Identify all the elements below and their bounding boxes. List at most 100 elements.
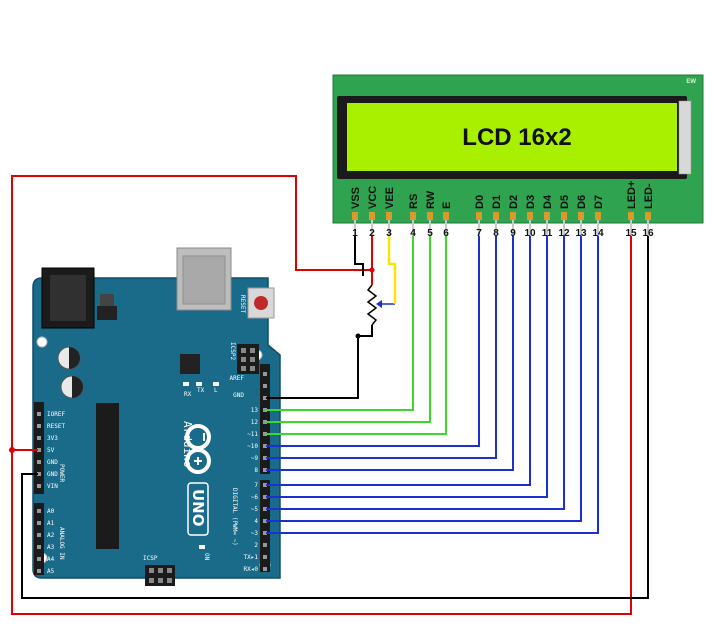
lcd-pin-label: LED- (643, 183, 655, 209)
header-pin[interactable] (263, 372, 267, 376)
header-pin[interactable] (263, 468, 267, 472)
digital-pin-label: 8 (254, 467, 258, 474)
header-pin[interactable] (263, 384, 267, 388)
analog-pin-label: A5 (47, 568, 55, 575)
lcd-pin-label: D1 (491, 195, 503, 209)
lcd-pin-header: VSS1VCC2VEE3RS4RW5E6D07D18D29D310D411D51… (350, 181, 655, 239)
header-pin[interactable] (263, 543, 267, 547)
l-label: L (214, 387, 218, 394)
header-pin[interactable] (37, 484, 41, 488)
header-pin[interactable] (263, 519, 267, 523)
uno-badge: UNO (187, 482, 209, 536)
wire-d4 (266, 236, 548, 498)
wire-rw (266, 236, 431, 423)
digital-pin-label: 12 (251, 419, 259, 426)
gnd-label: GND (233, 392, 244, 399)
header-pin[interactable] (37, 448, 41, 452)
lcd-pin: D5 12 (558, 195, 571, 239)
power-pin-label: RESET (47, 423, 65, 430)
lcd-pin-label: D6 (576, 195, 588, 209)
digital-pin-label: 13 (251, 407, 259, 414)
lcd-pin-number: 12 (558, 228, 570, 239)
header-pin[interactable] (263, 432, 267, 436)
digital-pin-label: TX▸1 (244, 554, 259, 561)
lcd-pin: D07 (474, 195, 486, 239)
header-pin[interactable] (37, 545, 41, 549)
header-pin[interactable] (37, 569, 41, 573)
header-pin[interactable] (37, 533, 41, 537)
lcd-pin-number: 7 (476, 228, 482, 239)
header-pin[interactable] (37, 460, 41, 464)
header-pin[interactable] (37, 424, 41, 428)
header-pin[interactable] (37, 521, 41, 525)
wire-led-minus (21, 236, 649, 599)
lcd-pin-number: 2 (369, 228, 375, 239)
potentiometer-arrow-icon (376, 300, 382, 308)
dc-jack-inner (50, 275, 86, 321)
header-pin[interactable] (263, 408, 267, 412)
digital-pin-label: ~3 (251, 530, 259, 537)
analog-pin-label: A2 (47, 532, 55, 539)
uno-label: UNO (189, 489, 207, 527)
lcd-pin: D6 13 (575, 195, 588, 239)
wire-d2 (266, 236, 514, 471)
wire-d6 (266, 236, 582, 522)
header-pin[interactable] (263, 483, 267, 487)
lcd-pin-label: LED+ (626, 181, 638, 209)
digital-pin-label: ~6 (251, 494, 259, 501)
lcd-pin-label: VCC (367, 186, 379, 209)
power-header (34, 402, 44, 494)
header-pin[interactable] (37, 412, 41, 416)
analog-pin-label: A1 (47, 520, 55, 527)
digital-pin-label: RX◂0 (244, 566, 259, 573)
header-pin[interactable] (263, 420, 267, 424)
wire-d3 (266, 236, 531, 486)
arduino-uno-board: RESET ICSP2 RX TX L Arduino U (32, 247, 281, 586)
header-pin[interactable] (263, 396, 267, 400)
lcd-pin-label: D4 (542, 194, 554, 209)
header-pin[interactable] (263, 567, 267, 571)
header-pin[interactable] (263, 495, 267, 499)
header-pin[interactable] (37, 509, 41, 513)
power-pin-label: IOREF (47, 411, 65, 418)
atmega-chip (96, 403, 119, 549)
digital-pin-label: ~5 (251, 506, 259, 513)
header-pin[interactable] (37, 557, 41, 561)
wire-rs (266, 236, 414, 411)
digital-header-lower (260, 480, 270, 572)
capacitor-mark (69, 347, 80, 369)
wire-led-plus (11, 236, 632, 615)
tx-led (196, 382, 202, 386)
lcd-screen (347, 103, 677, 171)
lcd-pin-number: 9 (510, 228, 516, 239)
lcd-pin-label: D2 (508, 195, 520, 209)
digital-pin-label: 4 (254, 518, 258, 525)
header-pin[interactable] (263, 444, 267, 448)
header-pin[interactable] (263, 531, 267, 535)
lcd-pin-number: 15 (625, 228, 637, 239)
lcd-pin-label: D3 (525, 195, 537, 209)
lcd-module: EW LCD 16x2 VSS1VCC2VEE3RS4RW5E6D07D18D2… (332, 74, 704, 239)
lcd-pin-number: 8 (493, 228, 499, 239)
voltage-regulator-tab (100, 294, 114, 306)
header-pin[interactable] (263, 507, 267, 511)
header-pin[interactable] (37, 472, 41, 476)
lcd-pin: VCC 2 (367, 186, 379, 239)
wire-e (266, 236, 447, 435)
lcd-pin-number: 13 (575, 228, 587, 239)
tx-label: TX (197, 387, 205, 394)
header-pin[interactable] (37, 436, 41, 440)
lcd-pin-number: 4 (410, 228, 416, 239)
lcd-pin-number: 5 (427, 228, 433, 239)
reset-button-cap[interactable] (254, 296, 268, 310)
lcd-pin-label: RW (425, 190, 437, 209)
lcd-pin: LED+ 15 (625, 181, 638, 239)
wire-d7 (266, 236, 599, 534)
lcd-pin-label: D5 (559, 195, 571, 209)
capacitor-mark (72, 376, 83, 398)
header-pin[interactable] (263, 456, 267, 460)
power-pin-label: 3V3 (47, 435, 58, 442)
header-pin[interactable] (263, 555, 267, 559)
lcd-pin-label: D7 (593, 195, 605, 209)
